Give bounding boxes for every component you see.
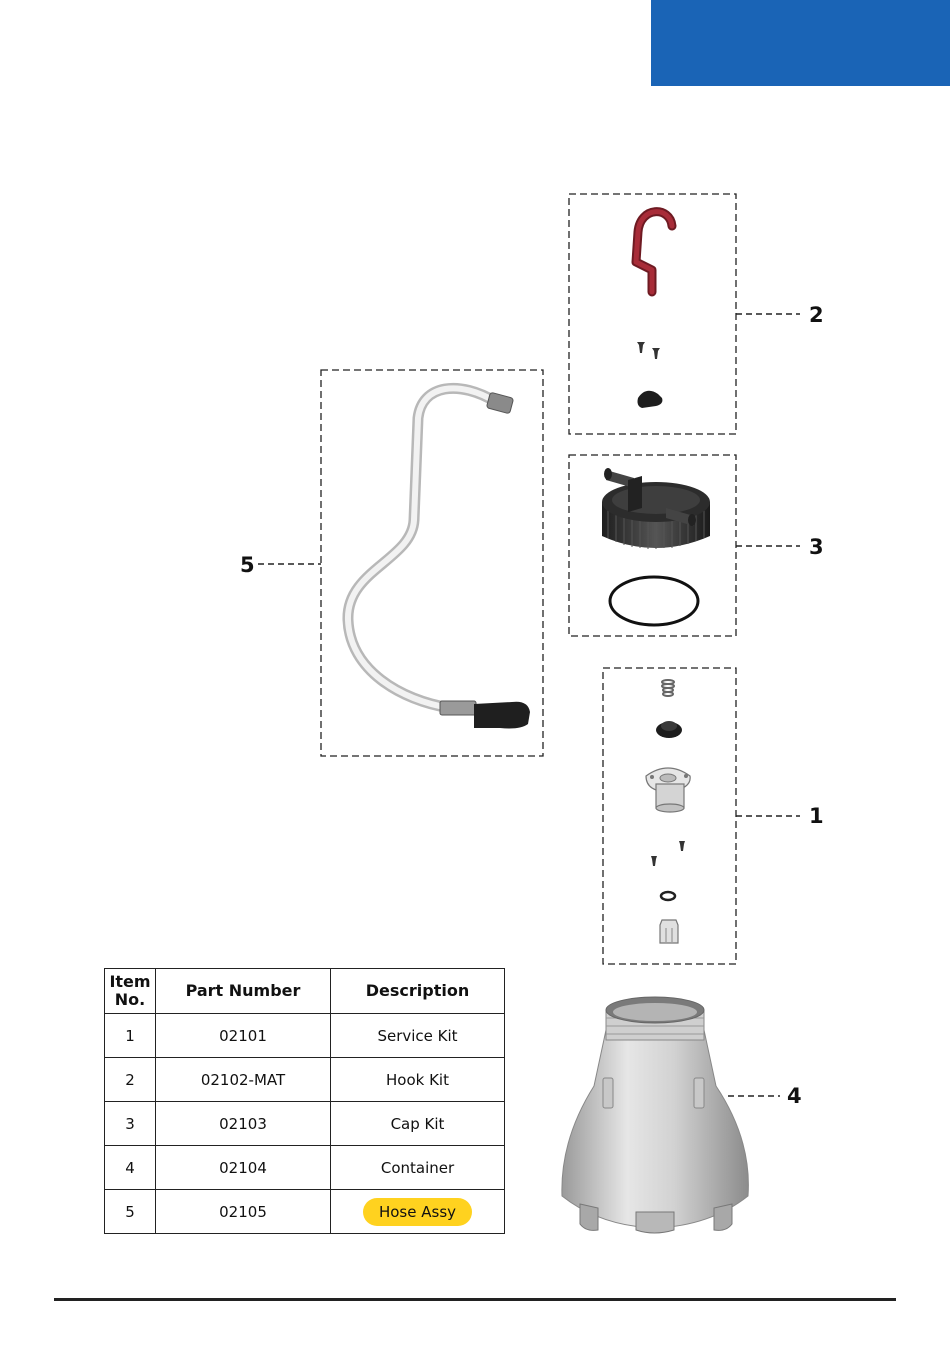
callout-4: 4 (787, 1086, 802, 1107)
cell-item: 3 (105, 1102, 156, 1146)
parts-table-header: Item No. Part Number Description (105, 969, 505, 1014)
table-row: 3 02103 Cap Kit (105, 1102, 505, 1146)
cell-item: 5 (105, 1190, 156, 1234)
cell-part-number: 02101 (156, 1014, 331, 1058)
cell-part-number: 02102-MAT (156, 1058, 331, 1102)
container-part (562, 997, 749, 1233)
callout-1: 1 (809, 806, 824, 827)
table-row: 1 02101 Service Kit (105, 1014, 505, 1058)
header-part-number: Part Number (156, 969, 331, 1014)
cell-part-number: 02104 (156, 1146, 331, 1190)
cell-part-number: 02103 (156, 1102, 331, 1146)
cap-part (602, 468, 710, 549)
highlighted-description: Hose Assy (363, 1198, 472, 1226)
cell-description: Service Kit (331, 1014, 505, 1058)
cell-description: Cap Kit (331, 1102, 505, 1146)
callout-5: 5 (240, 555, 255, 576)
cell-item: 4 (105, 1146, 156, 1190)
cell-part-number: 02105 (156, 1190, 331, 1234)
hose-part (348, 388, 530, 728)
cell-item: 2 (105, 1058, 156, 1102)
parts-table: Item No. Part Number Description 1 02101… (104, 968, 505, 1234)
cell-description: Hose Assy (331, 1190, 505, 1234)
table-row: 4 02104 Container (105, 1146, 505, 1190)
callout-2: 2 (809, 305, 824, 326)
o-ring (610, 577, 698, 625)
table-row: 5 02105 Hose Assy (105, 1190, 505, 1234)
header-description: Description (331, 969, 505, 1014)
service-kit-parts (646, 680, 690, 943)
cell-description: Hook Kit (331, 1058, 505, 1102)
table-row: 2 02102-MAT Hook Kit (105, 1058, 505, 1102)
hook-part (636, 212, 672, 292)
header-item-no: Item No. (105, 969, 156, 1014)
cell-description: Container (331, 1146, 505, 1190)
hook-clip (638, 391, 663, 408)
cell-item: 1 (105, 1014, 156, 1058)
footer-rule (54, 1298, 896, 1301)
callout-3: 3 (809, 537, 824, 558)
hook-screws (637, 342, 660, 359)
hose-box (321, 370, 543, 756)
